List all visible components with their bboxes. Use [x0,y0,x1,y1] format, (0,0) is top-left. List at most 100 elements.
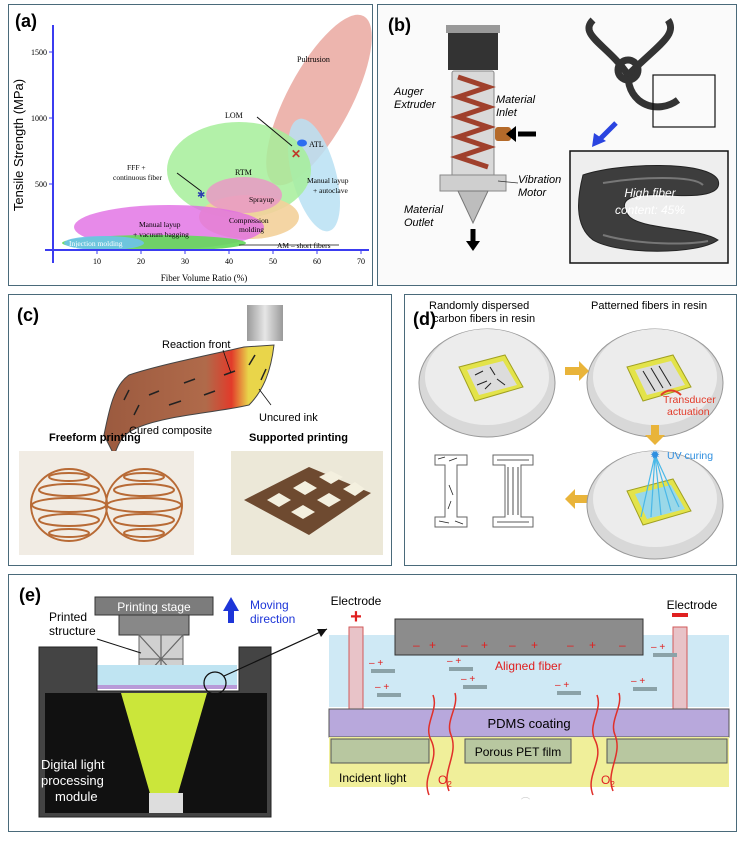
svg-text:–: – [413,638,420,652]
o2-right-label: O2 [601,773,615,789]
svg-text:+: + [429,638,436,652]
electrode-right [672,626,688,712]
panel-c-label: (c) [17,305,39,325]
x-tick-label: 70 [357,257,365,266]
auger-screw [450,74,496,170]
moving-arrow-icon [223,597,239,611]
electrode-right-label: Electrode [667,598,718,612]
arrow-left-icon [565,489,589,509]
label-vacuum: Manual layup+ vacuum bagging [133,220,189,239]
o2-left-label: O2 [438,773,452,789]
y-tick-label: 1500 [31,48,47,57]
reaction-front-label: Reaction front [162,339,230,351]
electrode-left-label: Electrode [331,594,382,608]
zoom-arrow-icon [598,121,618,141]
cured-composite-label: Cured composite [129,425,212,437]
label-atl: ATL [309,140,324,149]
aligned-fiber-label: Aligned fiber [495,659,562,673]
svg-text:–: – [509,638,516,652]
light-cone [121,693,207,797]
x-tick-label: 50 [269,257,277,266]
svg-text:+: + [481,638,488,652]
x-tick-label: 10 [93,257,101,266]
panel-c: (c) Reaction front Uncured ink Cured com… [8,294,392,566]
uncured-ink-label: Uncured ink [259,412,318,424]
motor [448,30,498,70]
panel-d-label: (d) [413,309,436,329]
label-autoclave: Manual layup+ autoclave [307,176,349,195]
svg-text:– +: – + [555,680,569,691]
pet-film-right [606,738,728,764]
printed-part [585,17,681,111]
label-lom: LOM [225,111,243,120]
supported-label: Supported printing [249,432,348,444]
svg-text:–: – [461,638,468,652]
svg-text:– +: – + [447,656,461,667]
svg-text:–: – [619,638,626,652]
label-short-fiber: AM – short fibers [277,241,331,250]
svg-text:– +: – + [651,642,665,653]
panel-a-ylabel: Tensile Strength (MPa) [11,79,26,211]
label-sprayup: Sprayup [249,195,274,204]
pet-film-left [330,738,430,764]
label-fff: FFF +continuous fiber [113,163,162,182]
uv-icon: ✹ [650,448,660,462]
uv-label: UV curing [667,450,713,462]
svg-text:–: – [567,638,574,652]
freeform-label: Freeform printing [49,432,141,444]
patterned-fibers-label: Patterned fibers in resin [591,300,707,312]
panel-e-label: (e) [19,585,41,605]
region-sprayup [206,177,282,213]
incident-light-label: Incident light [339,771,407,785]
panel-a-label: (a) [15,11,37,31]
x-tick-label: 30 [181,257,189,266]
minus-icon [672,613,688,617]
atl-marker [297,139,307,147]
panel-b-label: (b) [388,15,411,35]
printing-stage-label: Printing stage [117,600,191,614]
pdms-label: PDMS coating [487,716,570,731]
material-inlet [495,127,511,141]
svg-text:– +: – + [375,682,389,693]
x-tick-label: 40 [225,257,233,266]
watermark: ⌒ [521,797,530,807]
nozzle [247,305,283,341]
o2-arrows [426,692,621,796]
svg-text:+: + [589,638,596,652]
fff-marker: ✱ [197,190,205,201]
print-plate [394,618,644,656]
label-rtm: RTM [235,168,252,177]
pet-label: Porous PET film [475,745,561,759]
label-pultrusion: Pultrusion [297,55,330,64]
y-tick-label: 500 [35,180,47,189]
plus-icon: + [350,606,362,628]
lom-marker: ✕ [291,147,301,161]
y-tick-label: 1000 [31,114,47,123]
x-tick-label: 20 [137,257,145,266]
svg-text:– +: – + [369,658,383,669]
region-injection [64,236,144,250]
aligned-fibers: – + – + – + – + – + – + – + [369,642,677,697]
panel-c-illustration: Reaction front Uncured ink Cured composi… [19,305,383,555]
arrow-right-icon [565,361,589,381]
panel-a-xlabel: Fiber Volume Ratio (%) [161,273,247,283]
svg-text:– +: – + [631,676,645,687]
